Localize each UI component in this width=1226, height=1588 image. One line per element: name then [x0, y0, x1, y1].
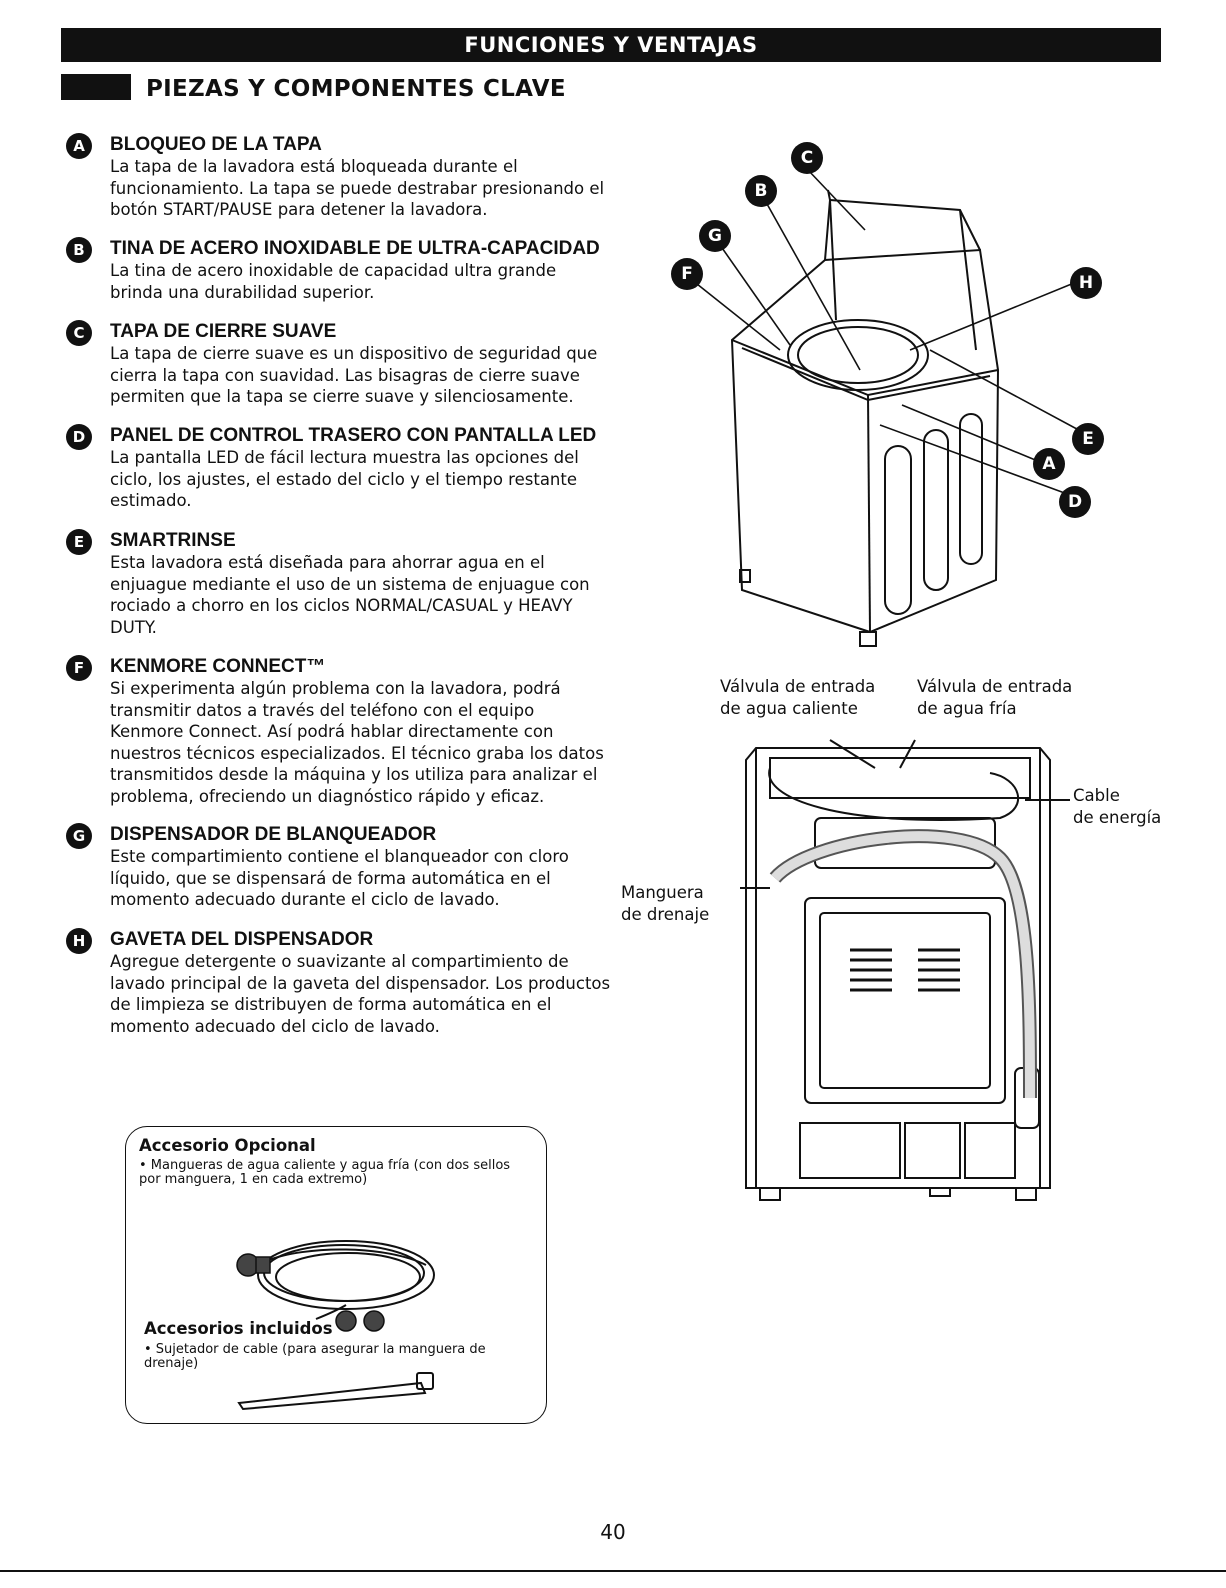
callout-b: B	[745, 175, 777, 207]
callout-c: C	[791, 142, 823, 174]
bottom-rule	[0, 1570, 1226, 1572]
letter-badge-g: G	[66, 823, 92, 849]
page-number: 40	[600, 1520, 626, 1544]
section-title: PIEZAS Y COMPONENTES CLAVE	[146, 76, 566, 102]
feature-item-g: G DISPENSADOR DE BLANQUEADOR Este compar…	[66, 823, 611, 911]
power-cable-label: Cable de energía	[1073, 786, 1162, 827]
water-hoses-illustration	[236, 1240, 435, 1332]
optional-accessory-title: Accesorio Opcional	[139, 1136, 316, 1155]
feature-title: GAVETA DEL DISPENSADOR	[110, 929, 374, 950]
letter-badge-b: B	[66, 237, 92, 263]
letter-badge-a: A	[66, 133, 92, 159]
callout-d: D	[1059, 486, 1091, 518]
feature-description: La tina de acero inoxidable de capacidad…	[110, 261, 557, 302]
feature-description: Este compartimiento contiene el blanquea…	[110, 847, 569, 909]
letter-badge-d: D	[66, 424, 92, 450]
callout-a: A	[1033, 448, 1065, 480]
accessories-box: Accesorio Opcional • Mangueras de agua c…	[125, 1126, 547, 1424]
section-marker-bar	[61, 74, 131, 100]
callout-g: G	[699, 220, 731, 252]
callout-e: E	[1072, 423, 1104, 455]
callout-h: H	[1070, 267, 1102, 299]
feature-item-d: D PANEL DE CONTROL TRASERO CON PANTALLA …	[66, 424, 611, 512]
feature-item-b: B TINA DE ACERO INOXIDABLE DE ULTRA-CAPA…	[66, 237, 611, 303]
cable-tie-illustration	[237, 1372, 434, 1411]
feature-title: DISPENSADOR DE BLANQUEADOR	[110, 824, 437, 845]
feature-description: Agregue detergente o suavizante al compa…	[110, 952, 611, 1036]
feature-description: Si experimenta algún problema con la lav…	[110, 679, 604, 806]
feature-title: KENMORE CONNECT™	[110, 656, 326, 677]
letter-badge-c: C	[66, 320, 92, 346]
feature-title: TAPA DE CIERRE SUAVE	[110, 321, 337, 342]
letter-badge-e: E	[66, 529, 92, 555]
letter-badge-h: H	[66, 928, 92, 954]
feature-title: TINA DE ACERO INOXIDABLE DE ULTRA-CAPACI…	[110, 238, 600, 259]
page-banner: FUNCIONES Y VENTAJAS	[61, 28, 1161, 62]
hot-water-valve-label: Válvula de entrada de agua caliente	[720, 677, 876, 718]
optional-accessory-text: • Mangueras de agua caliente y agua fría…	[139, 1158, 511, 1187]
feature-item-c: C TAPA DE CIERRE SUAVE La tapa de cierre…	[66, 320, 611, 408]
callout-f: F	[671, 258, 703, 290]
feature-title: SMARTRINSE	[110, 530, 236, 551]
feature-description: La tapa de cierre suave es un dispositiv…	[110, 344, 598, 406]
callout-leaders	[691, 169, 1089, 496]
cold-water-valve-label: Válvula de entrada de agua fría	[917, 677, 1073, 718]
feature-item-a: A BLOQUEO DE LA TAPA La tapa de la lavad…	[66, 133, 611, 221]
washer-rear-illustration	[740, 739, 1070, 1201]
washer-front-illustration	[730, 189, 1000, 647]
drain-hose-label: Manguera de drenaje	[621, 883, 710, 924]
feature-item-e: E SMARTRINSE Esta lavadora está diseñada…	[66, 529, 611, 638]
feature-description: La tapa de la lavadora está bloqueada du…	[110, 157, 605, 219]
feature-title: BLOQUEO DE LA TAPA	[110, 134, 322, 155]
letter-badge-f: F	[66, 655, 92, 681]
feature-description: Esta lavadora está diseñada para ahorrar…	[110, 553, 590, 637]
feature-item-h: H GAVETA DEL DISPENSADOR Agregue deterge…	[66, 928, 611, 1037]
included-accessories-title: Accesorios incluidos	[144, 1319, 333, 1338]
feature-title: PANEL DE CONTROL TRASERO CON PANTALLA LE…	[110, 425, 597, 446]
feature-item-f: F KENMORE CONNECT™ Si experimenta algún …	[66, 655, 611, 807]
feature-description: La pantalla LED de fácil lectura muestra…	[110, 448, 579, 510]
included-accessories-text: • Sujetador de cable (para asegurar la m…	[144, 1342, 486, 1371]
